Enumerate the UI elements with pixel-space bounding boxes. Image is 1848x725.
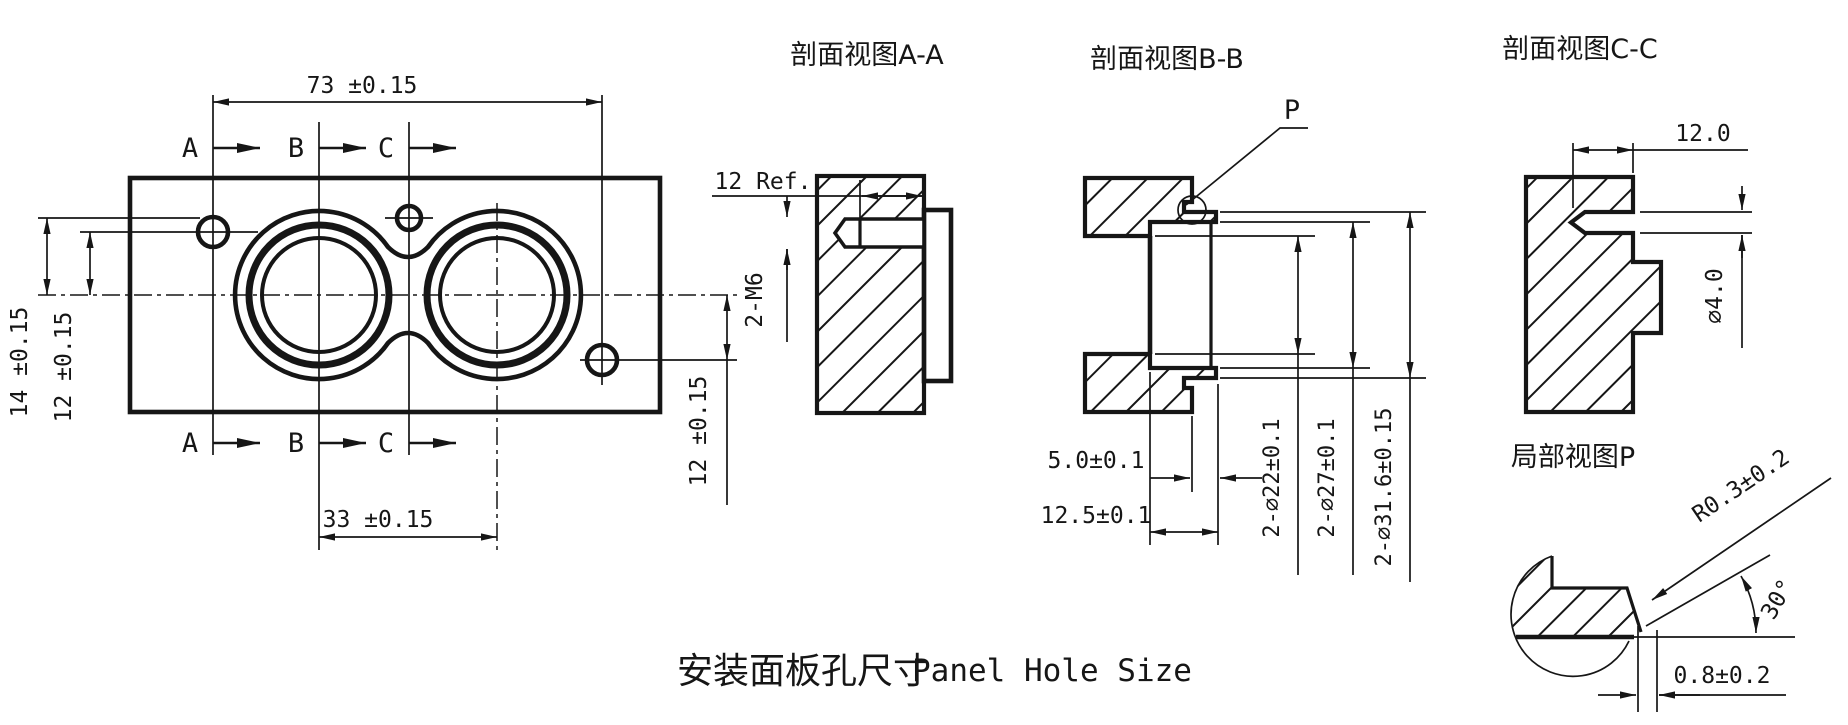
front-view: 73 ±0.15 33 ±0.15 14 ±0.15 12 ±0.15 12 ±… <box>7 73 737 550</box>
section-bb-title: 剖面视图B-B <box>1090 44 1244 75</box>
callout-p: P <box>1177 95 1308 225</box>
section-letter-c-top: C <box>378 133 394 164</box>
dim-120-label: 12.0 <box>1675 121 1730 147</box>
dim-d4-label: ∅4.0 <box>1702 268 1728 323</box>
dim-30deg-label: 30° <box>1756 575 1799 624</box>
dim-125: 12.5±0.1 <box>1041 372 1218 545</box>
dim-33: 33 ±0.15 <box>319 507 497 541</box>
section-letter-b-top: B <box>288 133 304 164</box>
cc-section-body <box>1523 174 1664 415</box>
section-view-aa: 剖面视图A-A 12 Ref. 2-M6 <box>712 40 954 416</box>
section-cc-title: 剖面视图C-C <box>1502 34 1657 65</box>
p-detail-material <box>1511 556 1641 637</box>
dim-d22-label: 2-∅22±0.1 <box>1260 418 1285 537</box>
dim-73: 73 ±0.15 <box>213 73 602 106</box>
section-aa-title: 剖面视图A-A <box>790 40 944 71</box>
dim-73-label: 73 ±0.15 <box>307 73 418 99</box>
dim-12-right-label: 12 ±0.15 <box>686 376 712 487</box>
thread-2m6-label: 2-M6 <box>742 272 768 327</box>
dim-08: 0.8±0.2 <box>1598 626 1786 712</box>
dim-12-left-label: 12 ±0.15 <box>51 312 77 423</box>
detail-view-p: 局部视图P R0.3±0.2 30° 0.8±0.2 <box>1510 442 1832 712</box>
p-detail-circle <box>1177 195 1207 225</box>
dim-d316: 2-∅31.6±0.15 <box>1372 212 1414 582</box>
section-letter-a-bottom: A <box>182 428 198 459</box>
detail-p-title: 局部视图P <box>1511 442 1635 473</box>
dim-d316-label: 2-∅31.6±0.15 <box>1372 408 1397 567</box>
aa-section-body <box>814 173 927 416</box>
section-letter-a-top: A <box>182 133 198 164</box>
caption-en: Panel Hole Size <box>912 653 1192 689</box>
dim-12ref-label: 12 Ref. <box>715 169 812 195</box>
dim-14: 14 ±0.15 <box>7 218 51 418</box>
p-chamfer-line <box>1645 554 1771 627</box>
section-markers-bottom: A B C <box>182 428 456 459</box>
dim-5: 5.0±0.1 <box>1048 384 1262 545</box>
dim-08-label: 0.8±0.2 <box>1674 663 1771 689</box>
dim-12-left: 12 ±0.15 <box>51 232 94 423</box>
section-view-bb: 剖面视图B-B P 2-∅22±0.1 2-∅27±0.1 <box>1041 44 1426 582</box>
section-view-cc: 剖面视图C-C 12.0 ∅4.0 <box>1502 34 1752 415</box>
p-leader <box>1185 127 1308 206</box>
dim-5-label: 5.0±0.1 <box>1048 448 1145 474</box>
dim-r03-label: R0.3±0.2 <box>1688 444 1794 528</box>
dim-14-label: 14 ±0.15 <box>7 307 33 418</box>
section-markers-top: A B C <box>182 133 456 164</box>
binocular-cutout-contour <box>232 208 584 382</box>
bb-section-top <box>1082 175 1219 239</box>
caption: 安装面板孔尺寸 Panel Hole Size <box>677 651 1192 692</box>
callout-2m6: 2-M6 <box>742 196 791 342</box>
dim-33-label: 33 ±0.15 <box>323 507 434 533</box>
dim-12-right: 12 ±0.15 <box>686 295 731 505</box>
dim-30deg: 30° <box>1740 575 1800 634</box>
caption-zh: 安装面板孔尺寸 <box>677 651 929 692</box>
dim-d22: 2-∅22±0.1 <box>1260 236 1302 575</box>
dim-d27-label: 2-∅27±0.1 <box>1315 418 1340 537</box>
aa-m6-hole <box>832 217 926 249</box>
p-label: P <box>1284 95 1300 126</box>
dim-120: 12.0 <box>1572 121 1748 208</box>
dim-d27: 2-∅27±0.1 <box>1315 222 1357 575</box>
p-groove-profile <box>1550 556 1643 633</box>
p-detail-bubble <box>1510 555 1630 678</box>
dim-125-label: 12.5±0.1 <box>1041 503 1152 529</box>
dim-12ref: 12 Ref. <box>712 169 924 219</box>
aa-boss-tab <box>921 207 954 384</box>
section-letter-c-bottom: C <box>378 428 394 459</box>
section-letter-b-bottom: B <box>288 428 304 459</box>
dim-d4: ∅4.0 <box>1640 186 1752 348</box>
